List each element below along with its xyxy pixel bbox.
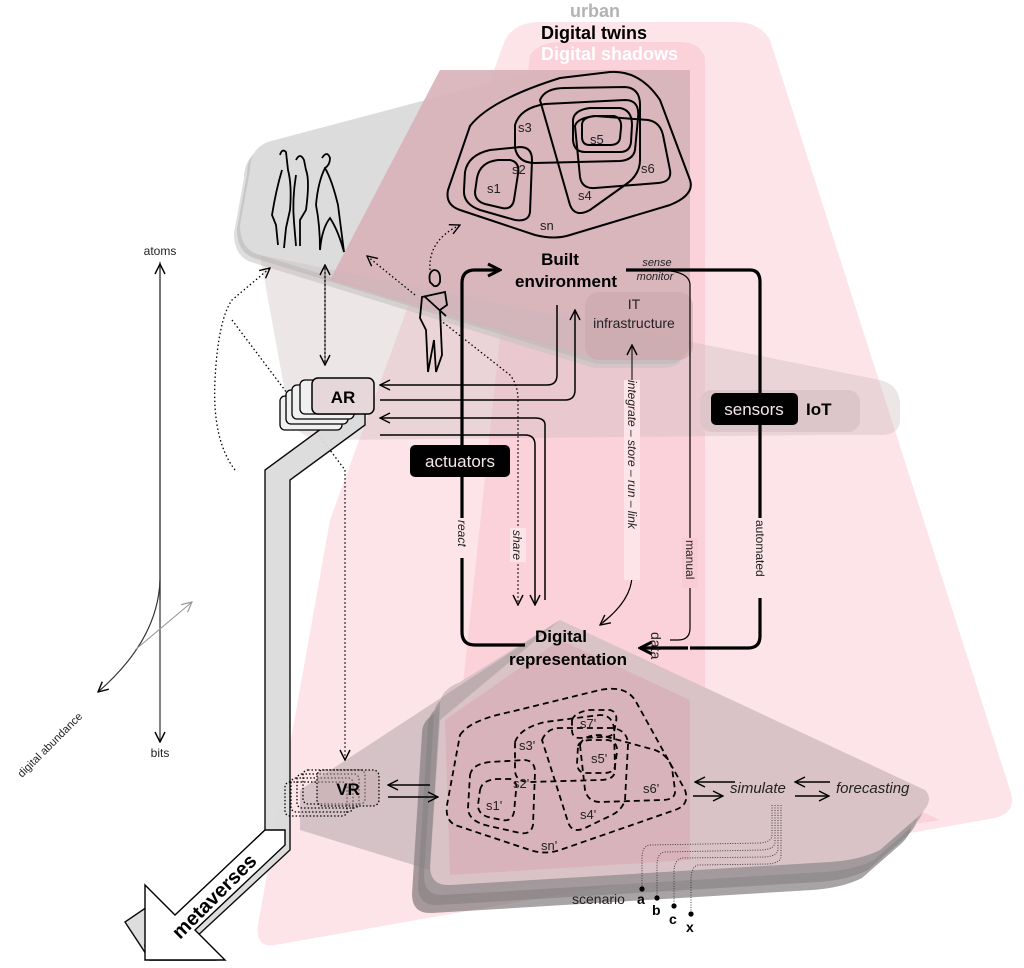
- set-sn: [446, 70, 692, 239]
- vr-device-stack[interactable]: [284, 769, 380, 817]
- set-s5-prime: [576, 739, 618, 774]
- share-label: share: [510, 530, 524, 560]
- digital-representation-label-2: representation: [509, 650, 627, 669]
- set-label-s4: s4: [578, 188, 592, 203]
- set-label-s2-prime: s2': [513, 776, 529, 791]
- set-s4: [538, 85, 641, 215]
- person-to-sets-arrow: [429, 225, 460, 271]
- actuators-badge[interactable]: actuators: [410, 445, 510, 477]
- set-s3: [514, 98, 640, 165]
- set-s3-prime: [514, 714, 616, 783]
- set-s4-prime: [541, 727, 629, 831]
- vr-wedge: [300, 620, 560, 870]
- axis-bits-label: bits: [151, 746, 170, 760]
- digital-representation-label-1: Digital: [535, 627, 587, 646]
- digital-sets: [445, 687, 688, 854]
- axis-atoms-label: atoms: [144, 244, 177, 258]
- manual-label: manual: [683, 540, 697, 579]
- set-label-s1: s1: [487, 181, 501, 196]
- people-group-icon: [271, 149, 345, 253]
- set-sn-prime: [445, 687, 688, 854]
- ar-to-built-line: [380, 310, 575, 401]
- set-label-sn: sn: [540, 218, 554, 233]
- ar-to-vr-dotted: [231, 319, 345, 760]
- vr-label: VR: [336, 780, 360, 799]
- set-s1: [473, 159, 520, 210]
- it-infrastructure-label-1: IT: [628, 296, 641, 312]
- scenario-b[interactable]: b: [652, 902, 661, 918]
- scenario-x[interactable]: x: [686, 919, 694, 935]
- monitor-label: monitor: [637, 271, 675, 283]
- simulate-label: simulate: [730, 780, 786, 797]
- set-label-s3: s3: [518, 120, 532, 135]
- data-label: data: [648, 632, 664, 659]
- share-path: [439, 319, 518, 605]
- physical-sets: [446, 70, 692, 239]
- built-environment-label-2: environment: [515, 272, 617, 291]
- set-label-s5: s5: [590, 132, 604, 147]
- manual-loop: [654, 269, 691, 641]
- integrate-chain-label: integrate – store – run – link: [625, 380, 639, 530]
- title-urban: urban: [570, 1, 620, 21]
- set-s5-outer: [572, 107, 634, 153]
- set-s7-prime: [571, 709, 618, 739]
- scenario-line-b: [656, 805, 776, 897]
- scenario-c[interactable]: c: [669, 911, 677, 927]
- scenario-line-a: [641, 805, 773, 888]
- scenario-line-x: [690, 805, 782, 913]
- set-label-s2: s2: [512, 162, 526, 177]
- set-s2: [462, 145, 534, 222]
- set-label-s3-prime: s3': [519, 738, 535, 753]
- sensors-loop-top: [626, 268, 762, 650]
- sense-label: sense: [642, 257, 671, 269]
- ar-to-digital-line: [380, 434, 535, 605]
- title-digital-twins: Digital twins: [541, 23, 647, 43]
- scenario-a[interactable]: a: [637, 891, 645, 907]
- built-environment-label-1: Built: [541, 250, 579, 269]
- react-label: react: [455, 520, 469, 547]
- set-label-sn-prime: sn': [541, 838, 557, 853]
- set-s6: [573, 114, 672, 190]
- set-label-s6-prime: s6': [643, 781, 659, 796]
- set-label-s7-prime: s7': [580, 716, 596, 731]
- automated-label: automated: [753, 520, 767, 577]
- sensors-badge[interactable]: sensors: [711, 393, 798, 425]
- sensors-label: sensors: [724, 400, 784, 419]
- atoms-bits-axis: [98, 262, 192, 742]
- set-label-s4-prime: s4': [580, 807, 596, 822]
- built-to-ar-line: [380, 305, 558, 385]
- set-s1-prime: [477, 778, 518, 822]
- scenario-label: scenario: [572, 891, 625, 907]
- ar-device-stack[interactable]: AR: [279, 377, 375, 431]
- set-label-s6: s6: [641, 161, 655, 176]
- digital-world-slab: [412, 620, 929, 914]
- ar-label: AR: [331, 388, 356, 407]
- forecasting-label: forecasting: [836, 780, 910, 797]
- person-with-device-icon: [419, 269, 448, 373]
- set-label-s1-prime: s1': [486, 798, 502, 813]
- metaverses-label: metaverses: [168, 850, 261, 943]
- axis-digital-abundance-label: digital abundance: [16, 711, 85, 780]
- actuators-label: actuators: [425, 452, 495, 471]
- set-label-s5-prime: s5': [591, 751, 607, 766]
- title-digital-shadows: Digital shadows: [541, 44, 678, 64]
- vr-to-people-arrow: [214, 268, 270, 471]
- it-infrastructure-box: [585, 292, 693, 360]
- set-s2-prime: [467, 759, 536, 835]
- iot-label: IoT: [806, 400, 832, 419]
- it-infrastructure-label-2: infrastructure: [593, 315, 675, 331]
- digital-to-ar-line: [380, 418, 546, 600]
